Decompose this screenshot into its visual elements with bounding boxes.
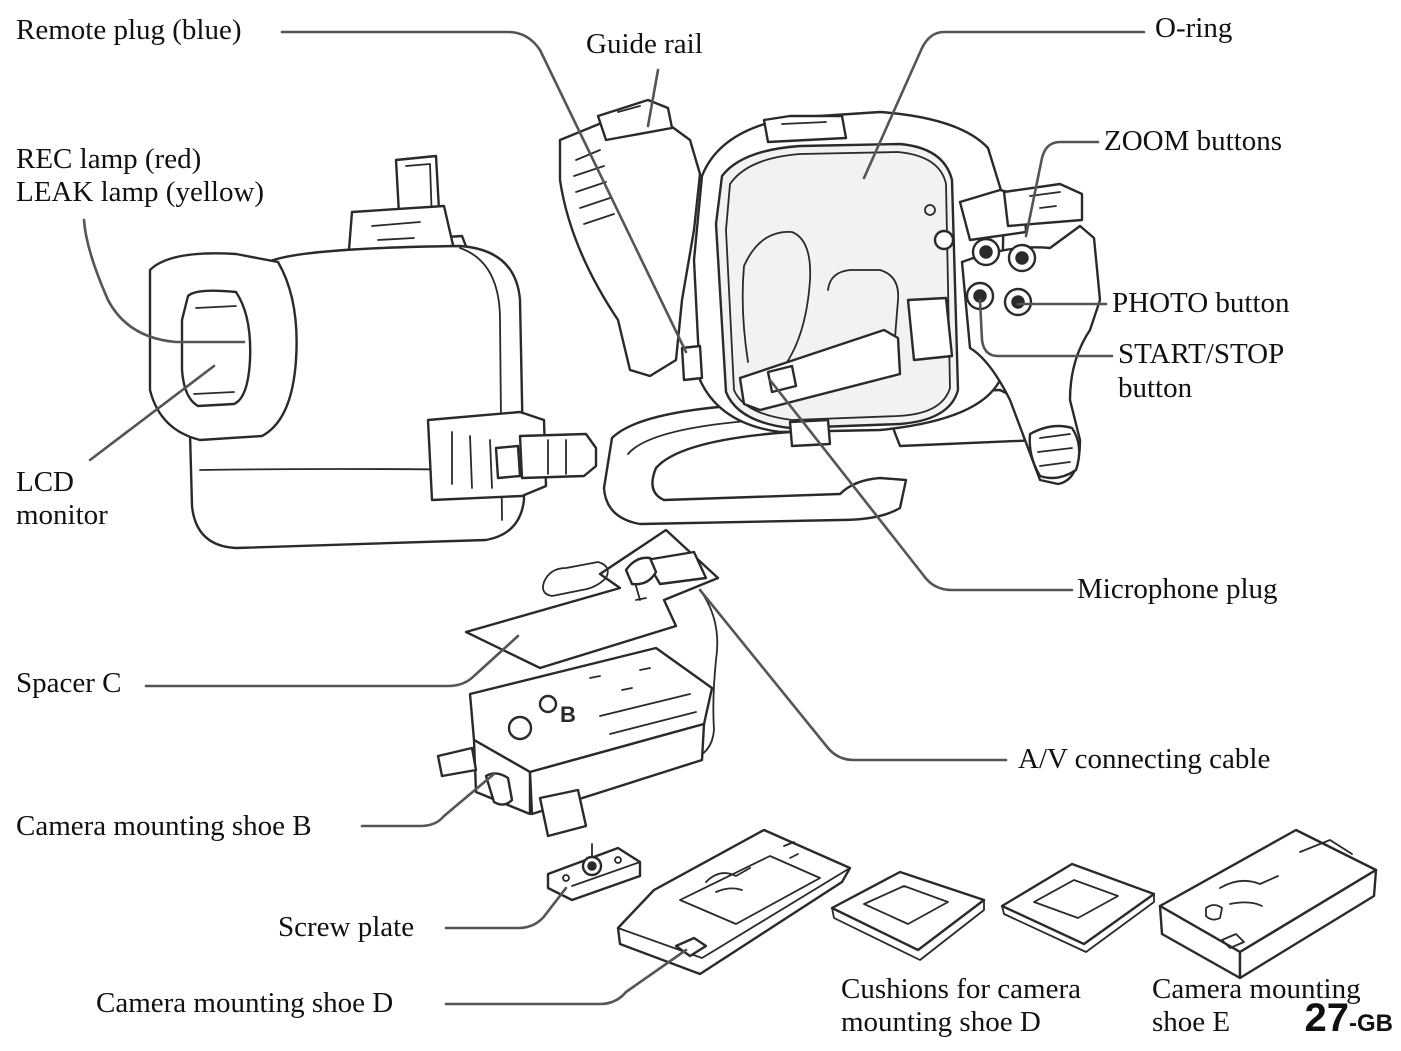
shoe-b-illustration: B (436, 646, 714, 838)
label-lcd-monitor-line2: monitor (16, 499, 108, 531)
shoe-b-letter: B (560, 702, 576, 727)
label-start-stop-button-line2: button (1118, 372, 1193, 404)
label-remote-plug: Remote plug (blue) (16, 14, 242, 46)
shoe-d-illustration (616, 828, 852, 976)
label-cushions-line2: mounting shoe D (841, 1006, 1041, 1038)
page-number-suffix: -GB (1349, 1010, 1393, 1037)
label-spacer-c: Spacer C (16, 667, 122, 699)
label-cushions-line1: Cushions for camera (841, 973, 1081, 1005)
label-photo-button: PHOTO button (1112, 287, 1290, 319)
cushions-illustration (830, 862, 1156, 961)
screw-plate-illustration (546, 843, 642, 902)
label-o-ring: O-ring (1155, 12, 1233, 44)
label-camera-mounting-shoe-e-line1: Camera mounting (1152, 973, 1361, 1005)
spacer-c-illustration (464, 528, 720, 763)
label-camera-mounting-shoe-b: Camera mounting shoe B (16, 810, 312, 842)
label-rec-lamp: REC lamp (red) (16, 143, 202, 175)
rear-unit-illustration (148, 154, 598, 550)
label-start-stop-button-line1: START/STOP (1118, 338, 1285, 370)
page-number-value: 27 (1304, 996, 1350, 1040)
page-number: 27-GB (1305, 996, 1394, 1049)
label-zoom-buttons: ZOOM buttons (1104, 125, 1283, 157)
front-housing-illustration (558, 98, 1102, 526)
label-lcd-monitor-line1: LCD (16, 466, 74, 498)
label-camera-mounting-shoe-e-line2: shoe E (1152, 1006, 1231, 1038)
label-av-connecting-cable: A/V connecting cable (1018, 743, 1271, 775)
label-camera-mounting-shoe-d: Camera mounting shoe D (96, 987, 394, 1019)
shoe-e-illustration (1158, 828, 1378, 980)
label-screw-plate: Screw plate (278, 911, 415, 943)
leader-lines (82, 30, 1146, 1006)
label-microphone-plug: Microphone plug (1077, 573, 1278, 605)
label-leak-lamp: LEAK lamp (yellow) (16, 176, 265, 208)
label-guide-rail: Guide rail (586, 28, 703, 60)
